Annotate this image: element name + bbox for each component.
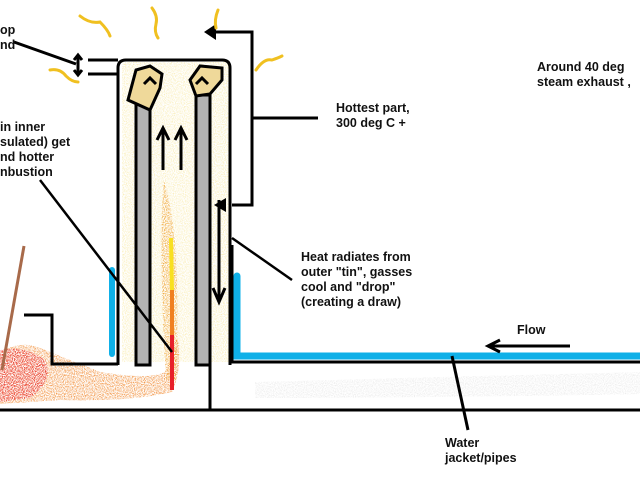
exhaust-smoke (255, 372, 640, 398)
firebox-outline (24, 313, 118, 366)
label-line: Water (445, 436, 480, 450)
inner-arrow-head (214, 198, 226, 212)
label-inner-tin: in inner sulated) get nd hotter nbustion (0, 120, 70, 180)
label-radiates: Heat radiates from outer "tin", gasses c… (301, 250, 412, 310)
label-hottest: Hottest part, 300 deg C + (336, 101, 410, 131)
gas-rise-arrows (142, 75, 210, 170)
outer-tin (116, 58, 232, 365)
wood-stick (0, 245, 26, 371)
gap-leader (13, 40, 77, 66)
radiates-leader (231, 236, 293, 282)
label-water-jacket: Water jacket/pipes (445, 436, 517, 466)
exhaust-arrow-head (204, 24, 216, 40)
label-line: nbustion (0, 165, 53, 179)
water-jacket-outline (230, 245, 640, 364)
label-line: Hottest part, (336, 101, 410, 115)
label-drop-gap: op nd (0, 23, 15, 53)
label-line: nd hotter (0, 150, 55, 164)
flame-top (169, 237, 174, 291)
gas-drop-arrow (211, 200, 227, 306)
fire-core (0, 348, 48, 402)
heat-waves (48, 6, 284, 84)
label-flow: Flow (517, 323, 546, 337)
inner-tube-left (134, 93, 152, 367)
water-jacket-leader (450, 355, 470, 431)
fire-plume (0, 340, 180, 404)
label-line: nd (0, 38, 16, 52)
label-line: outer "tin", gasses (301, 265, 413, 279)
exhaust-duct-inner (232, 118, 254, 207)
label-exhaust: Around 40 deg steam exhaust , (537, 60, 631, 90)
water-jacket-right (233, 272, 640, 360)
label-line: cool and "drop" (301, 280, 396, 294)
gap-double-arrow (72, 52, 84, 78)
riser-cap-left (126, 64, 164, 112)
inner-tin-leader (39, 179, 173, 353)
label-line: jacket/pipes (445, 451, 517, 465)
inner-tube-right (194, 93, 212, 367)
label-line: sulated) get (0, 135, 71, 149)
label-line: in inner (0, 120, 46, 134)
label-line: op (0, 23, 16, 37)
label-line: (creating a draw) (301, 295, 402, 309)
label-line: 300 deg C + (336, 116, 406, 130)
flow-arrow (484, 338, 570, 354)
exhaust-duct (210, 30, 318, 120)
label-line: Heat radiates from (301, 250, 411, 264)
label-line: Around 40 deg (537, 60, 625, 74)
label-line: steam exhaust , (537, 75, 631, 89)
